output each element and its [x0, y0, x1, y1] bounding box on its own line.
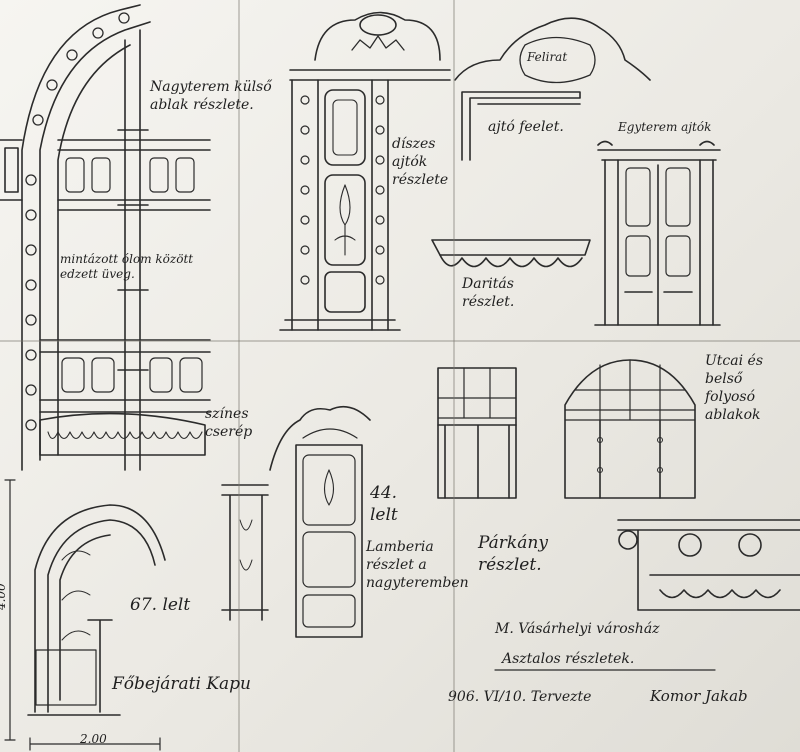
label-panel: Lamberia részlet a nagyteremben — [366, 539, 469, 591]
label-carpentry: Asztalos részletek. — [502, 651, 635, 667]
label-cornice: Párkány részlet. — [478, 533, 548, 575]
cornice-sketch — [617, 519, 800, 611]
label-window-glass: mintázott ólom között edzett üveg. — [60, 252, 194, 281]
label-roof-tile: színes cserép — [205, 406, 253, 440]
label-plate-67: 67. lelt — [130, 595, 191, 615]
ornate-door-sketch — [279, 11, 451, 331]
label-date: 906. VI/10. Tervezte — [448, 689, 592, 705]
label-plate-44: 44. lelt — [370, 483, 398, 525]
label-door-top: ajtó feelet. — [488, 119, 564, 135]
paper-fold — [238, 0, 240, 752]
label-town-hall: M. Vásárhelyi városház — [495, 621, 660, 637]
label-door-detail: díszes ajtók részlete — [392, 136, 449, 188]
label-scale-horizontal: 2.00 — [80, 732, 107, 746]
label-hall-doors: Egyterem ajtók — [618, 120, 712, 134]
street-window-sketch — [437, 359, 696, 499]
signature: Komor Jakab — [650, 687, 748, 705]
paper-fold — [0, 340, 800, 342]
label-scale-vertical: 4.00 — [0, 583, 8, 610]
label-street-windows: Utcai és belső folyosó ablakok — [705, 353, 764, 423]
label-main-gate: Főbejárati Kapu — [112, 674, 251, 694]
label-window-detail: Nagyterem külső ablak részlete. — [150, 79, 272, 113]
arched-window-sketch — [0, 4, 211, 471]
label-felirat: Felirat — [527, 50, 568, 64]
paper-fold — [453, 0, 455, 752]
panel-door-sketch — [221, 405, 371, 638]
label-canopy: Daritás részlet. — [462, 276, 515, 310]
cartouche-sketch — [454, 17, 651, 161]
double-door-sketch — [594, 140, 721, 326]
main-gate-sketch — [27, 504, 166, 716]
canopy-sketch — [431, 239, 591, 268]
